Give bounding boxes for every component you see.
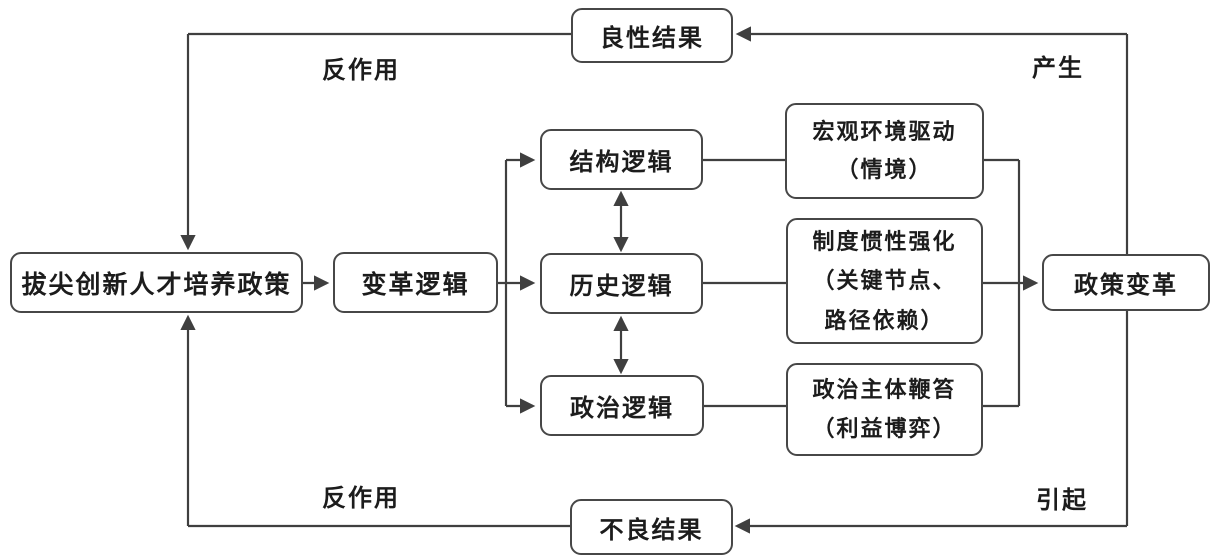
node-positive-result: 良性结果 xyxy=(571,8,733,63)
edge-label-counteract-top: 反作用 xyxy=(322,57,400,84)
node-political-logic: 政治逻辑 xyxy=(540,375,704,436)
node-historical-logic: 历史逻辑 xyxy=(540,253,703,314)
node-structural-logic: 结构逻辑 xyxy=(540,129,703,190)
edge-label-cause: 引起 xyxy=(1036,487,1088,514)
node-talent-policy: 拔尖创新人才培养政策 xyxy=(10,252,303,313)
node-change-logic: 变革逻辑 xyxy=(333,252,498,313)
node-policy-change: 政策变革 xyxy=(1042,254,1210,311)
node-negative-result: 不良结果 xyxy=(570,499,733,555)
branch-rail xyxy=(498,160,508,406)
node-political-subject-whipping: 政治主体鞭笞 （利益博弈） xyxy=(786,363,983,456)
node-macro-environment-drive: 宏观环境驱动 （情境） xyxy=(785,103,984,199)
edge-label-counteract-bottom: 反作用 xyxy=(322,485,400,512)
node-institutional-inertia: 制度惯性强化 （关键节点、 路径依赖） xyxy=(786,218,983,344)
edge-label-produce: 产生 xyxy=(1032,55,1084,82)
